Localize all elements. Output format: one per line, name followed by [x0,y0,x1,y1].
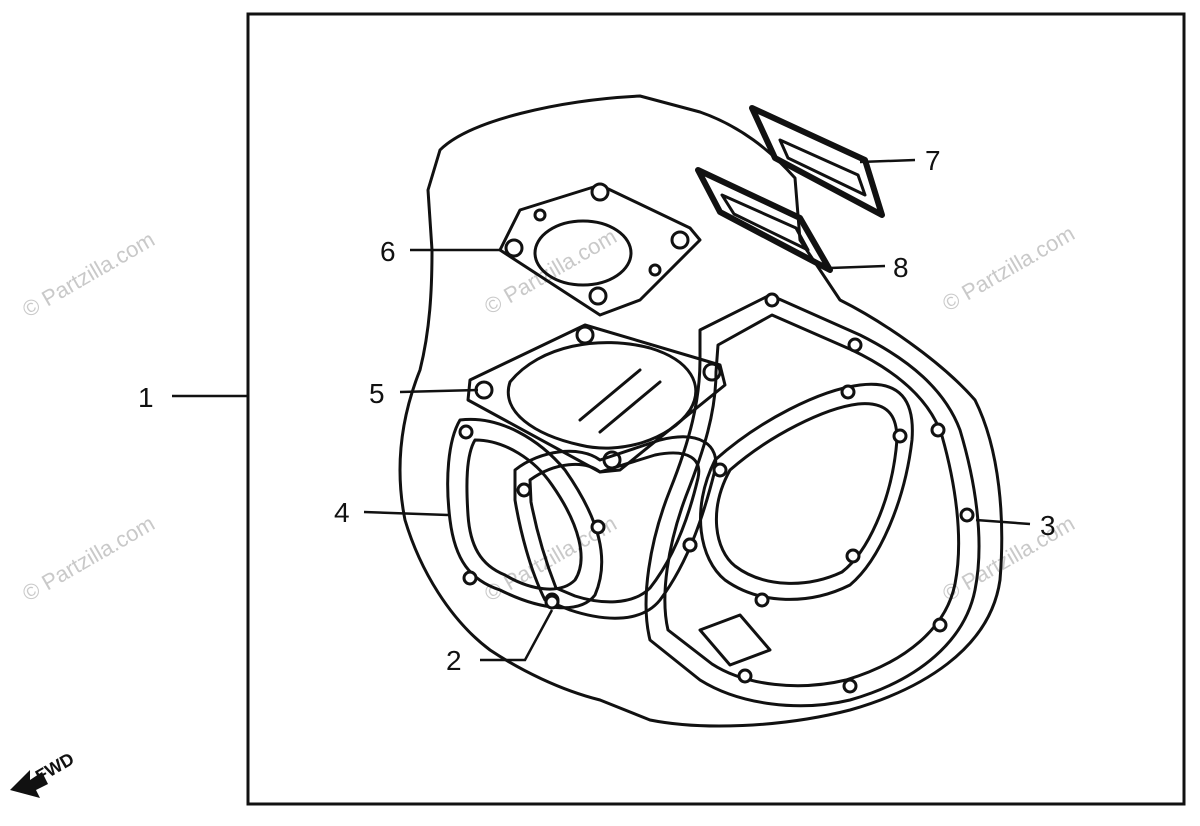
callout-7[interactable]: 7 [925,145,941,176]
part-6-head-gasket [498,182,702,317]
watermark: © Partzilla.com [18,227,159,323]
part-5-base-gasket [466,323,727,474]
callout-4[interactable]: 4 [334,497,350,528]
leader-2 [480,609,554,662]
watermarks: © Partzilla.com © Partzilla.com © Partzi… [18,221,1079,607]
leader-4 [363,510,449,517]
callouts: 1 2 3 4 5 6 7 8 [138,145,1056,676]
watermark: © Partzilla.com [18,511,159,607]
leader-5 [399,388,479,394]
diagram-frame [246,12,1186,806]
fwd-indicator: FWD [10,749,77,798]
watermark: © Partzilla.com [938,221,1079,317]
fwd-arrow-icon [10,770,48,798]
part-7-reed-gasket [749,105,885,218]
callout-5[interactable]: 5 [369,378,385,409]
callout-3[interactable]: 3 [1040,510,1056,541]
callout-6[interactable]: 6 [380,236,396,267]
leader-3 [975,518,1031,526]
callout-8[interactable]: 8 [893,252,909,283]
leader-8 [829,264,886,270]
callout-2[interactable]: 2 [446,645,462,676]
leader-7 [859,158,916,164]
part-8-reed-gasket [695,167,833,273]
part-3-right-cover-gasket [644,292,981,708]
fwd-label: FWD [32,749,77,787]
leader-lines [172,158,1031,662]
callout-1[interactable]: 1 [138,382,154,413]
